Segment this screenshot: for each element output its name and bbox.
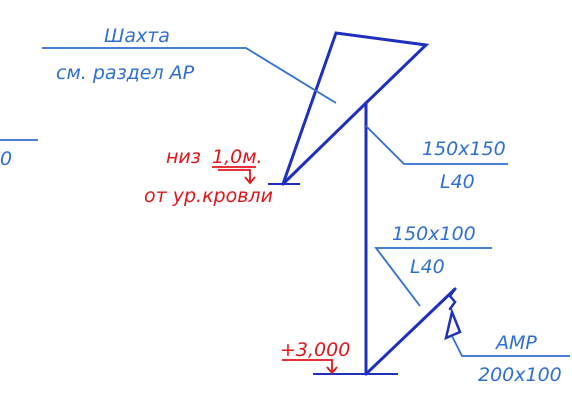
floor-level-arrow: [326, 366, 338, 375]
shaft-outline: [281, 31, 430, 186]
branch-size-label: 150х100: [392, 223, 476, 245]
elevation-pointers: [212, 166, 338, 375]
grille-type-label: АМР: [494, 332, 537, 354]
shaft-leader: [42, 47, 337, 104]
branch-duct: [364, 287, 457, 376]
shaft-title: Шахта: [104, 25, 170, 47]
floor-level-mark: +3,000: [280, 339, 350, 361]
floor-level-pointer: [282, 359, 333, 372]
grille-damper: [444, 307, 462, 341]
branch-code-label: L40: [410, 256, 445, 278]
riser-size-label: 150х150: [422, 138, 506, 160]
level-lines: [268, 183, 398, 375]
bottom-level-prefix: низ: [166, 146, 201, 168]
shaft-diagonal: [281, 101, 368, 186]
bottom-level-reference: от ур.кровли: [144, 185, 273, 207]
duct-geometry: [281, 31, 462, 376]
bottom-level-value: 1,0м.: [212, 146, 263, 168]
bottom-level-arrow: [244, 176, 256, 185]
branch-leader: [374, 247, 492, 307]
bottom-level-pointer: [218, 169, 251, 182]
riser-leader: [365, 125, 508, 165]
grille-leader: [451, 335, 570, 357]
riser-code-label: L40: [440, 171, 475, 193]
left-partial-label: 0: [0, 148, 12, 170]
grille-symbol: [448, 287, 457, 311]
shaft-reference: см. раздел АР: [56, 62, 195, 84]
grille-size-label: 200х100: [478, 364, 562, 386]
leader-lines: [0, 47, 570, 357]
